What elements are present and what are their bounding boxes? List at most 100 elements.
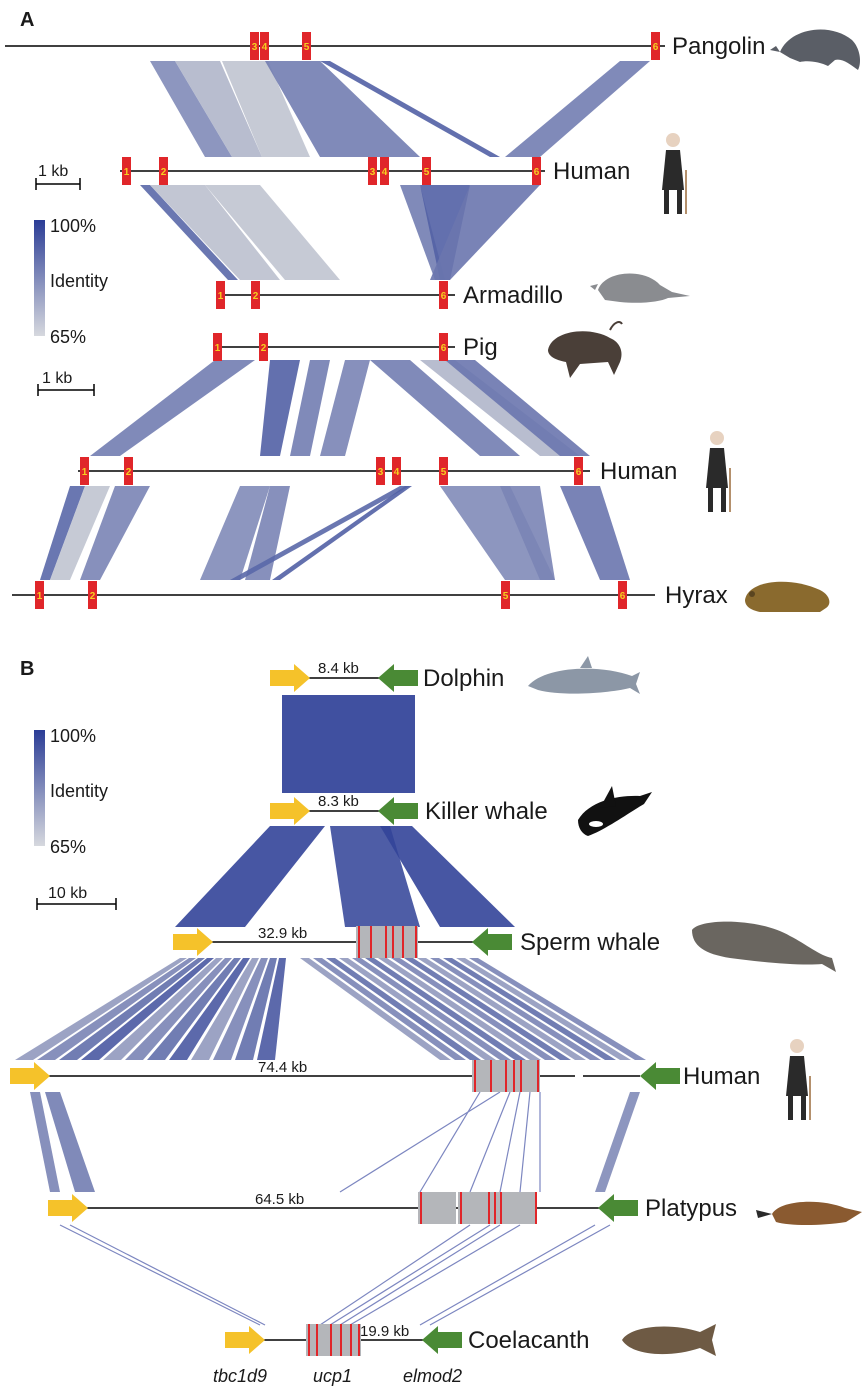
exon-box: 6	[439, 281, 448, 309]
species-label-platypus: Platypus	[645, 1195, 737, 1222]
gene-label-tbc1d9: tbc1d9	[213, 1366, 267, 1386]
exon-box: 5	[501, 581, 510, 609]
exon-box: 1	[80, 457, 89, 485]
ucp1-exon-stripe	[490, 1060, 492, 1092]
ucp1-exon-stripe	[402, 926, 404, 958]
species-label-armadillo: Armadillo	[463, 282, 563, 309]
synteny-link	[500, 1092, 520, 1192]
tbc1d9-arrow	[270, 664, 310, 692]
ucp1-exon-stripe	[392, 926, 394, 958]
tbc1d9-arrow	[270, 797, 310, 825]
pangolin-icon	[770, 30, 860, 70]
exon-box: 2	[251, 281, 260, 309]
pig-icon	[548, 322, 622, 378]
scale-bar-label-1: 1 kb	[38, 163, 68, 180]
panel-b-scale-bar: 10 kb	[37, 885, 116, 910]
exon-number: 4	[394, 467, 400, 478]
ucp1-exon-stripe	[370, 926, 372, 958]
ucp1-exon-stripe	[330, 1324, 332, 1356]
scale-bar-label-2: 1 kb	[42, 370, 72, 387]
panel-b-label: B	[20, 658, 34, 680]
legend-min-label-b: 65%	[50, 837, 86, 857]
synteny-band-b	[595, 1092, 640, 1192]
exon-number: 3	[370, 167, 376, 178]
legend-max-label: 100%	[50, 216, 96, 236]
exon-box: 2	[88, 581, 97, 609]
species-label-human-2: Human	[600, 458, 677, 485]
exon-box: 3	[368, 157, 377, 185]
synteny-band-b	[282, 695, 415, 793]
exon-number: 6	[534, 167, 540, 178]
exon-number: 6	[441, 291, 447, 302]
scale-bar-label-b: 10 kb	[48, 885, 87, 902]
ucp1-exon-stripe	[316, 1324, 318, 1356]
species-label-coelacanth: Coelacanth	[468, 1327, 589, 1354]
exon-box: 6	[532, 157, 541, 185]
orca-icon	[578, 786, 652, 836]
size-label-dolphin: 8.4 kb	[318, 660, 359, 677]
legend-mid-label: Identity	[50, 271, 108, 291]
platypus-icon	[756, 1202, 862, 1225]
ucp1-exon-stripe	[535, 1192, 537, 1224]
tbc1d9-arrow	[48, 1194, 88, 1222]
size-label-coelacanth: 19.9 kb	[360, 1323, 409, 1340]
synteny-link	[430, 1225, 610, 1325]
synteny-link	[60, 1225, 260, 1325]
synteny-band-a	[90, 360, 255, 456]
panel-a-label: A	[20, 9, 34, 31]
gene-label-elmod2: elmod2	[403, 1366, 462, 1386]
exon-box: 5	[439, 457, 448, 485]
synteny-band-a	[560, 486, 630, 580]
panel-a-synteny-bands	[40, 61, 650, 580]
ucp1-exon-stripe	[350, 1324, 352, 1356]
tbc1d9-arrow	[225, 1326, 265, 1354]
synteny-link	[70, 1225, 265, 1325]
exon-number: 4	[262, 42, 268, 53]
exon-number: 6	[620, 591, 626, 602]
elmod2-arrow	[472, 928, 512, 956]
dolphin-icon	[528, 656, 640, 694]
ucp1-exon-stripe	[460, 1192, 462, 1224]
exon-box: 6	[574, 457, 583, 485]
species-label-human-b: Human	[683, 1063, 760, 1090]
exon-number: 6	[653, 42, 659, 53]
tbc1d9-arrow	[10, 1062, 50, 1090]
panel-b-identity-legend: 100% Identity 65%	[34, 726, 108, 857]
exon-box: 3	[376, 457, 385, 485]
gene-label-ucp1: ucp1	[313, 1366, 352, 1386]
ucp1-exon-stripe	[494, 1192, 496, 1224]
exon-box: 4	[380, 157, 389, 185]
ucp1-exon-stripe	[513, 1060, 515, 1092]
ucp1-exon-stripe	[340, 1324, 342, 1356]
species-label-dolphin: Dolphin	[423, 665, 504, 692]
exon-number: 5	[304, 42, 310, 53]
elmod2-arrow	[598, 1194, 638, 1222]
panel-a-identity-legend: 100% Identity 65%	[34, 216, 108, 347]
sperm-whale-icon	[692, 922, 836, 972]
ucp1-exon-stripe	[537, 1060, 539, 1092]
exon-number: 1	[215, 343, 221, 354]
exon-box: 2	[159, 157, 168, 185]
synteny-band-b	[175, 826, 325, 927]
legend-gradient-bar-b	[34, 730, 45, 846]
ucp1-exon-stripe	[488, 1192, 490, 1224]
exon-number: 2	[90, 591, 96, 602]
exon-box: 1	[122, 157, 131, 185]
panel-b-ucp1-regions	[306, 926, 540, 1356]
human-icon	[662, 133, 686, 214]
exon-number: 6	[576, 467, 582, 478]
exon-number: 3	[378, 467, 384, 478]
exon-box: 3	[250, 32, 259, 60]
size-label-sperm-whale: 32.9 kb	[258, 925, 307, 942]
armadillo-icon	[590, 274, 690, 303]
species-label-human-1: Human	[553, 158, 630, 185]
legend-mid-label-b: Identity	[50, 781, 108, 801]
exon-box: 2	[259, 333, 268, 361]
exon-box: 5	[422, 157, 431, 185]
ucp1-exon-stripe	[308, 1324, 310, 1356]
exon-number: 2	[253, 291, 259, 302]
exon-box: 1	[216, 281, 225, 309]
synteny-band-a	[505, 61, 650, 157]
species-label-hyrax: Hyrax	[665, 582, 728, 609]
exon-number: 5	[424, 167, 430, 178]
